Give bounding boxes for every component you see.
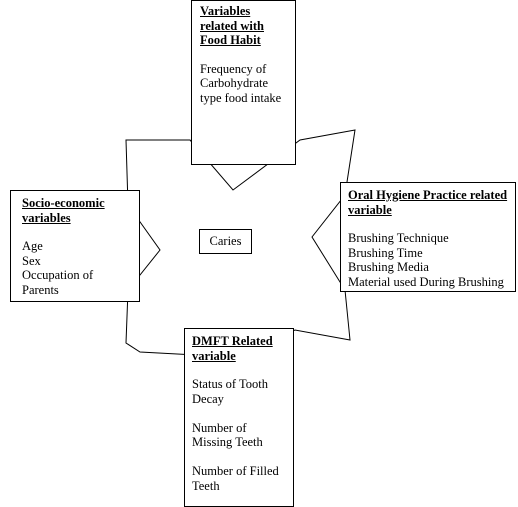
dmft-item-line: Number of Filled (192, 464, 279, 478)
dmft-item-line: Missing Teeth (192, 435, 263, 449)
socio-economic-item: Sex (22, 253, 41, 268)
dmft-item-line: Number of (192, 420, 247, 435)
socio-economic-box: Socio-economic variables Age Sex Occupat… (10, 190, 140, 302)
food-habit-title-line: Food Habit (200, 33, 261, 47)
socio-economic-item: Occupation of (22, 268, 94, 282)
dmft-title-line: DMFT Related (192, 334, 273, 348)
food-habit-item: Carbohydrate (200, 76, 269, 90)
socio-economic-item: Parents (22, 282, 59, 297)
food-habit-item: type food intake (200, 90, 282, 105)
oral-hygiene-item: Material used During Brushing (348, 274, 504, 289)
dmft-item-line: Decay (192, 391, 224, 406)
oral-hygiene-title-line: variable (348, 202, 392, 217)
dmft-box: DMFT Related variable Status of Tooth De… (184, 328, 294, 507)
food-habit-item: Frequency of (200, 61, 267, 76)
dmft-item-line: Teeth (192, 478, 220, 493)
oral-hygiene-item: Brushing Technique (348, 231, 449, 245)
dmft-title-line: variable (192, 348, 236, 363)
socio-economic-item: Age (22, 239, 43, 253)
oral-hygiene-title: Oral Hygiene Practice related variable (348, 188, 515, 217)
oral-hygiene-box: Oral Hygiene Practice related variable B… (340, 182, 516, 292)
food-habit-title-line: Variables (200, 4, 251, 18)
oral-hygiene-item: Brushing Media (348, 260, 429, 274)
food-habit-box: Variables related with Food Habit Freque… (191, 0, 296, 165)
socio-economic-title-line: variables (22, 210, 71, 225)
dmft-title: DMFT Related variable (192, 334, 293, 363)
oral-hygiene-title-line: Oral Hygiene Practice related (348, 188, 508, 202)
oral-hygiene-item: Brushing Time (348, 245, 423, 260)
dmft-item-line: Status of Tooth (192, 377, 268, 391)
caries-center-box: Caries (199, 229, 252, 254)
dmft-item-missing: Number of Missing Teeth (192, 421, 293, 450)
food-habit-title-line: related with (200, 18, 264, 33)
dmft-item-filled: Number of Filled Teeth (192, 464, 293, 493)
food-habit-title: Variables related with Food Habit (200, 4, 295, 48)
socio-economic-title: Socio-economic variables (22, 196, 139, 225)
dmft-item-decay: Status of Tooth Decay (192, 377, 293, 406)
socio-economic-title-line: Socio-economic (22, 196, 105, 210)
